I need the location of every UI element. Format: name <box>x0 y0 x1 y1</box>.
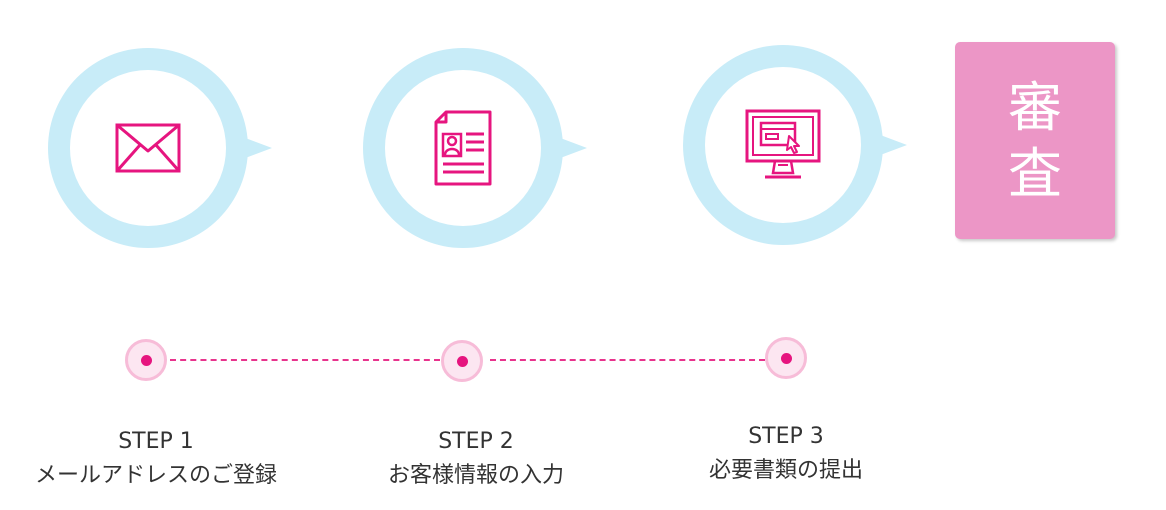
step-number: STEP 2 <box>438 429 514 454</box>
step-3-label: STEP 3 必要書類の提出 <box>626 422 946 488</box>
bubble-inner <box>385 70 541 226</box>
profile-document-icon <box>434 110 492 186</box>
timeline-dot-step-1 <box>125 339 167 381</box>
timeline-dot-core <box>780 352 792 364</box>
bubble-pointer <box>240 136 272 160</box>
step-1-label: STEP 1 メールアドレスのご登録 <box>0 427 316 493</box>
bubble-inner <box>705 67 861 223</box>
timeline-connector <box>490 359 765 361</box>
step-title: 必要書類の提出 <box>708 458 863 483</box>
timeline-dot-core <box>140 354 152 366</box>
step-3-bubble <box>683 45 907 245</box>
bubble-inner <box>70 70 226 226</box>
step-title: お客様情報の入力 <box>387 463 564 488</box>
timeline-connector <box>170 359 440 361</box>
step-1-bubble <box>48 48 272 248</box>
review-box: 審 査 <box>955 42 1115 239</box>
bubble-pointer <box>875 133 907 157</box>
step-2-label: STEP 2 お客様情報の入力 <box>316 427 636 493</box>
step-number: STEP 3 <box>748 424 824 449</box>
timeline-dot-core <box>456 355 468 367</box>
review-char-1: 審 <box>1008 75 1062 139</box>
bubble-pointer <box>555 136 587 160</box>
step-number: STEP 1 <box>118 429 194 454</box>
step-title: メールアドレスのご登録 <box>34 463 277 488</box>
step-2-bubble <box>363 48 587 248</box>
monitor-upload-icon <box>745 109 821 179</box>
timeline-dot-step-2 <box>441 340 483 382</box>
envelope-icon <box>115 123 181 173</box>
timeline-dot-step-3 <box>765 337 807 379</box>
review-char-2: 査 <box>1008 141 1062 205</box>
